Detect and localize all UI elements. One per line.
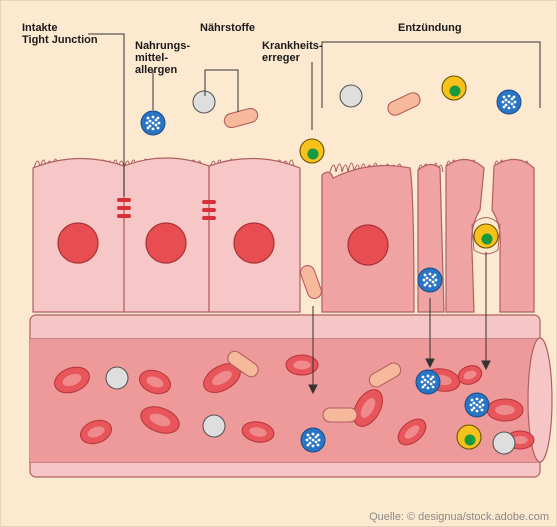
allergen-particle-icon (497, 90, 521, 114)
tight-junction-icon (117, 198, 131, 218)
pathogen-icon (442, 76, 466, 100)
nutrient-sphere-icon (193, 91, 215, 113)
nucleus-icon (348, 225, 388, 265)
allergen-particle-icon (416, 370, 440, 394)
nutrient-sphere-icon (340, 85, 362, 107)
label-nutrients: Nährstoffe (200, 22, 255, 34)
nutrient-rod-icon (299, 264, 324, 301)
nutrient-rod-icon (223, 107, 259, 129)
label-inflammation: Entzündung (398, 22, 462, 34)
pathogen-icon (457, 425, 481, 449)
nucleus-icon (234, 223, 274, 263)
allergen-particle-icon (141, 111, 165, 135)
pathogen-icon (300, 139, 324, 163)
epithelium (33, 158, 534, 312)
tight-junction-icon (202, 200, 216, 220)
nutrient-sphere-icon (203, 415, 225, 437)
nutrient-rod-icon (386, 90, 423, 117)
label-pathogens: Krankheits- erreger (262, 40, 323, 64)
allergen-particle-icon (301, 428, 325, 452)
red-blood-cell-icon (487, 399, 523, 421)
nutrient-sphere-icon (493, 432, 515, 454)
nucleus-icon (146, 223, 186, 263)
nutrient-sphere-icon (106, 367, 128, 389)
nutrient-rod-icon (323, 408, 357, 422)
pathogen-icon (474, 224, 498, 248)
allergen-particle-icon (418, 268, 442, 292)
source-credit: Quelle: © designua/stock.adobe.com (369, 511, 549, 523)
label-food-allergen: Nahrungs- mittel- allergen (135, 40, 190, 76)
nucleus-icon (58, 223, 98, 263)
label-tight-junction: Intakte Tight Junction (22, 22, 98, 46)
allergen-particle-icon (465, 393, 489, 417)
